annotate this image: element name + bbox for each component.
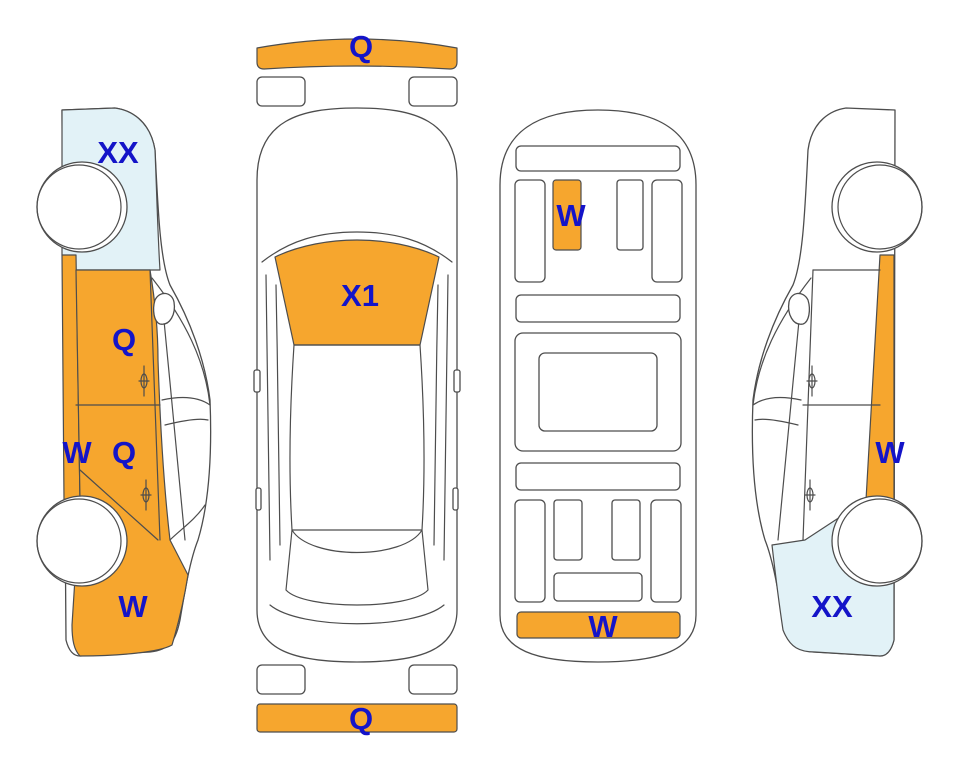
left-mirror-top	[253, 369, 261, 393]
front-left-light	[256, 76, 306, 107]
under-rear-mid-right	[611, 499, 641, 561]
damage-labels: Q Q X1 W W XX Q Q W W W XX	[62, 29, 905, 736]
right-pillar-line	[443, 274, 449, 561]
under-front-left	[514, 179, 546, 283]
right-pillar-line-2	[433, 284, 439, 546]
label-left-rear-door: Q	[112, 435, 136, 470]
rear-right-light	[408, 664, 458, 695]
label-trunk-lip: W	[588, 609, 618, 644]
under-front-bar	[515, 145, 681, 172]
label-rear-bumper: Q	[349, 701, 373, 736]
right-mirror	[787, 292, 810, 325]
left-window-line-5	[169, 504, 206, 541]
under-front-right	[651, 179, 683, 283]
right-window-line-4	[777, 299, 802, 541]
left-window-line-2	[161, 396, 211, 406]
left-window-line-3	[164, 418, 209, 426]
left-door-front-edge	[149, 269, 161, 541]
underbody-view	[499, 109, 697, 663]
label-left-rear-quarter: W	[118, 589, 148, 624]
under-rear-left	[514, 499, 546, 603]
right-rear-wheel-inner	[837, 498, 923, 584]
right-front-wheel-inner	[837, 164, 923, 250]
label-right-rocker: W	[875, 435, 905, 470]
under-crossbar-2	[515, 462, 681, 491]
under-mid-center	[538, 352, 658, 432]
right-handle-top	[452, 487, 459, 511]
rear-bumper-panel	[256, 703, 458, 733]
left-pillar-line-2	[275, 284, 281, 546]
right-window-line-2	[752, 396, 802, 406]
left-mirror	[153, 292, 176, 325]
left-rear-handle-ring	[142, 487, 150, 503]
left-rear-wheel-inner	[36, 498, 122, 584]
under-crossbar-1	[515, 294, 681, 323]
left-side-view	[36, 107, 212, 657]
label-left-front-door: Q	[112, 322, 136, 357]
label-right-rear-quarter: XX	[811, 589, 853, 624]
under-front-mid	[616, 179, 644, 251]
left-window-line-4	[161, 299, 186, 541]
left-rear-edge	[79, 469, 159, 541]
under-rear-marked	[516, 611, 681, 639]
label-windshield: X1	[341, 278, 379, 313]
front-right-light	[408, 76, 458, 107]
right-window-line-1	[752, 277, 812, 406]
under-rear-bar	[553, 572, 643, 602]
under-rear-mid-left	[553, 499, 583, 561]
left-front-wheel-inner	[36, 164, 122, 250]
right-side-view	[751, 107, 923, 657]
right-front-handle-ring	[808, 373, 816, 389]
left-window-line-1	[151, 277, 211, 406]
front-bumper-panel	[256, 38, 458, 70]
right-rear-handle-ring	[806, 487, 814, 503]
left-pillar-line	[265, 274, 271, 561]
rear-window	[285, 529, 429, 606]
under-rear-right	[650, 499, 682, 603]
label-left-rocker: W	[62, 435, 92, 470]
right-window-line-3	[754, 418, 799, 426]
left-handle-top	[255, 487, 262, 511]
windshield-panel	[274, 239, 440, 346]
label-left-front-fender: XX	[97, 135, 139, 170]
label-front-bumper: Q	[349, 29, 373, 64]
label-roof-area: W	[556, 198, 586, 233]
hood-line	[261, 231, 453, 263]
under-front-marked	[552, 179, 582, 251]
top-view	[253, 38, 461, 733]
left-front-handle-ring	[140, 373, 148, 389]
rear-deck-line	[269, 604, 445, 625]
right-mirror-top	[453, 369, 461, 393]
rear-left-light	[256, 664, 306, 695]
